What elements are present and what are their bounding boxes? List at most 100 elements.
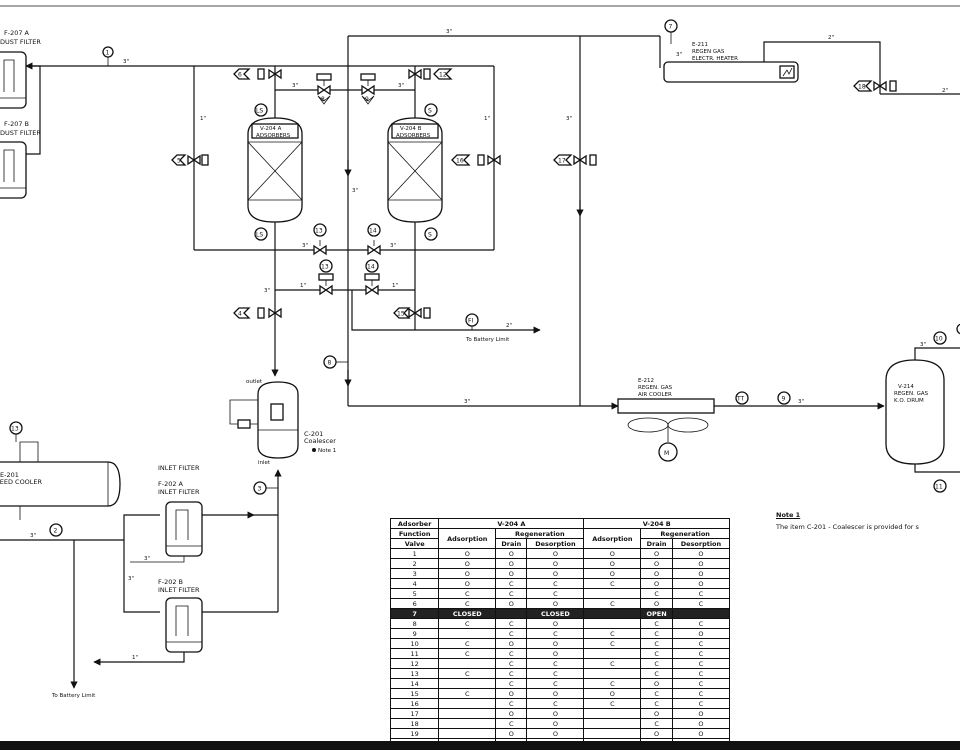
valve-state-cell: O [583,688,642,699]
tag-7: 7 [664,19,678,44]
valve-6: 6 [233,68,282,80]
fi-instrument: FI [465,313,479,330]
th-regeneration-a: Regeneration [495,528,585,539]
svg-text:ELECTR. HEATER: ELECTR. HEATER [692,56,738,62]
valve-state-cell: C [438,648,497,659]
svg-text:S: S [428,108,432,115]
svg-text:17: 17 [558,158,566,165]
valve-number-cell: 14 [389,678,440,689]
valve-state-cell: C [438,598,497,609]
valve-11: 13 [313,223,327,256]
valve-state-cell: C [671,668,731,679]
valve-state-cell: O [438,578,497,589]
tag-3: 3 [253,481,278,495]
svg-text:3": 3" [30,533,36,539]
valve-state-cell: C [495,658,528,669]
f207b-name: DUST FILTER [0,129,41,137]
valve-state-cell: O [671,548,731,559]
svg-text:13: 13 [321,264,329,271]
valve-state-cell: O [495,688,528,699]
svg-text:3": 3" [302,243,308,249]
svg-text:1: 1 [106,50,110,57]
svg-text:2": 2" [506,323,512,329]
valve-state-cell: C [495,628,528,639]
valve-state-cell: C [526,678,585,689]
valve-state-cell: C [438,588,497,599]
line-to-inlet-filter-b [123,540,160,613]
th-v204a: V-204 A [438,518,585,529]
valve-state-cell: O [526,558,585,569]
svg-text:LS: LS [256,232,263,239]
valve-state-cell: C [640,698,673,709]
svg-text:S: S [428,232,432,239]
valve-10: 12 [408,68,453,80]
valve-state-cell [583,708,642,719]
svg-text:REGEN GAS: REGEN GAS [692,49,725,55]
svg-text:11: 11 [935,484,943,491]
valve-state-cell: C [495,678,528,689]
valve-state-cell [438,728,497,739]
svg-text:3": 3" [464,399,470,405]
valve-state-cell [583,718,642,729]
svg-text:16: 16 [456,158,464,165]
valve-state-cell [438,708,497,719]
svg-text:3": 3" [446,29,452,35]
valve-state-cell: O [526,638,585,649]
svg-text:E-211: E-211 [692,42,708,48]
valve-state-cell: O [640,578,673,589]
svg-text:12: 12 [439,72,447,79]
tag-10: 10 [933,331,947,345]
valve-state-cell: O [583,568,642,579]
valve-state-cell: C [640,668,673,679]
valve-number-cell: 2 [389,558,440,569]
th-desorption-b: Desorption [671,538,731,549]
th-adsorber: Adsorber [389,518,440,529]
valve-state-cell: C [583,678,642,689]
valve-state-cell: O [640,548,673,559]
valve-number-cell: 4 [389,578,440,589]
valve-state-cell: C [640,688,673,699]
th-desorption-a: Desorption [526,538,585,549]
line-to-battery-limit-1 [351,290,541,334]
valve-13: 13 [318,259,334,296]
heater-e211: 7 3" E-211 REGEN GAS ELECTR. HEATER 2" 2… [659,19,960,95]
valve-state-cell [438,718,497,729]
svg-text:FI: FI [468,318,473,325]
svg-text:3": 3" [128,576,134,582]
valve-state-cell: C [495,578,528,589]
th-function: Function [389,528,440,539]
valve-state-cell: C [526,628,585,639]
tag-2: 2 [49,523,63,537]
svg-text:3": 3" [798,399,804,405]
svg-text:INLET FILTER: INLET FILTER [158,488,200,496]
valve-state-cell: O [671,628,731,639]
svg-text:3": 3" [352,188,358,194]
svg-text:1": 1" [392,283,398,289]
svg-text:ADSORBERS: ADSORBERS [396,133,431,139]
valve-number-cell: 10 [389,638,440,649]
valve-state-cell: C [671,678,731,689]
valve-state-cell: C [671,658,731,669]
valve-state-cell [438,658,497,669]
tag-9: 9 [777,391,791,405]
valve-state-cell: C [526,658,585,669]
svg-text:8: 8 [328,360,332,367]
valve-9: 9 [360,73,376,105]
svg-text:F-202 A: F-202 A [158,480,184,488]
valve-state-cell: O [583,558,642,569]
ls-instrument-b-top: S [424,103,438,117]
dust-filter-link [26,65,41,155]
svg-text:2": 2" [942,88,948,94]
svg-text:3": 3" [398,83,404,89]
inlet-filter-title: INLET FILTER [158,464,200,472]
valve-state-cell: C [526,668,585,679]
valve-state-cell [583,618,642,629]
valve-state-cell: C [495,698,528,709]
